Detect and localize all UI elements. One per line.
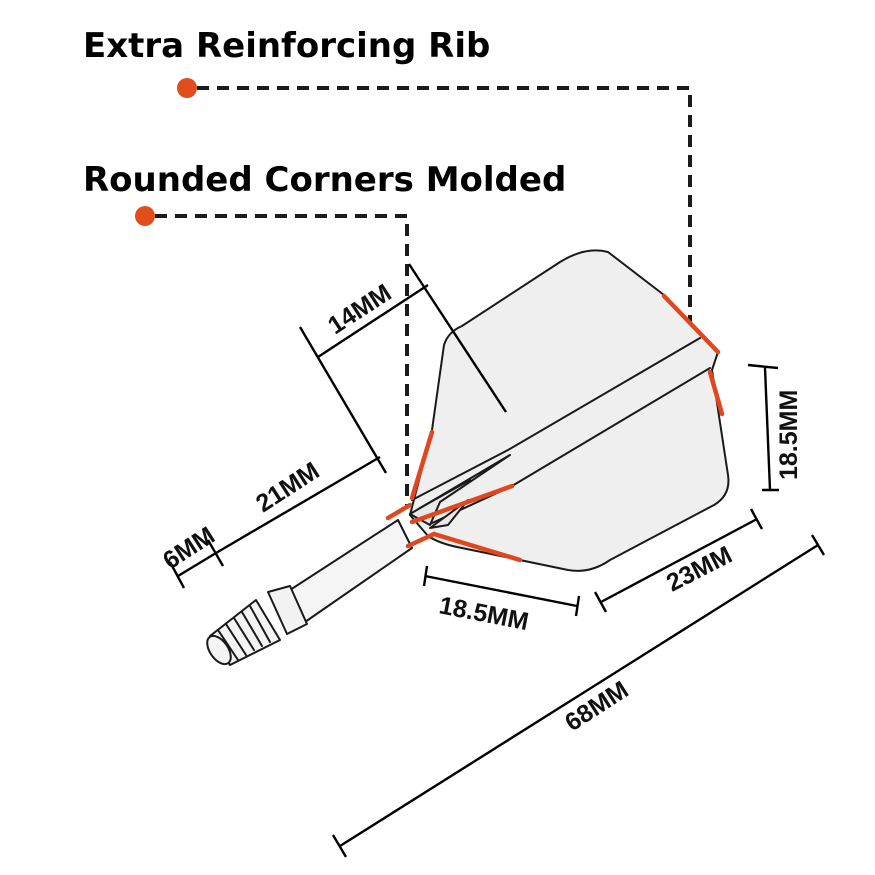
flight-red-accents [385,293,725,563]
dim-overall-length: 68MM [331,534,826,858]
callout-extra-reinforcing-rib: Extra Reinforcing Rib [83,26,490,66]
dim-wing-height: 18.5MM [747,363,803,492]
shaft-thread [206,599,281,666]
dim-label-wing-height: 18.5MM [775,390,803,480]
dim-wing-base: 18.5MM [422,565,581,636]
callout-rounded-corners-molded: Rounded Corners Molded [83,160,566,200]
dim-label-wing-base: 18.5MM [437,591,531,636]
rib-callout-marker [177,78,197,98]
dim-shaft-tip: 6MM [158,521,225,589]
dim-shaft-to-wing: 21MM [215,455,381,555]
dim-label-shaft-to-wing: 21MM [251,457,325,518]
corner-callout-marker [135,206,155,226]
dart-shaft [206,519,413,666]
rib-callout-leader [197,86,692,330]
dim-label-shaft-tip: 6MM [158,521,220,575]
flight-wing [409,249,730,572]
corner-callout-leader [155,214,409,505]
dart-flight [409,249,730,572]
flight-arrow [409,454,511,526]
